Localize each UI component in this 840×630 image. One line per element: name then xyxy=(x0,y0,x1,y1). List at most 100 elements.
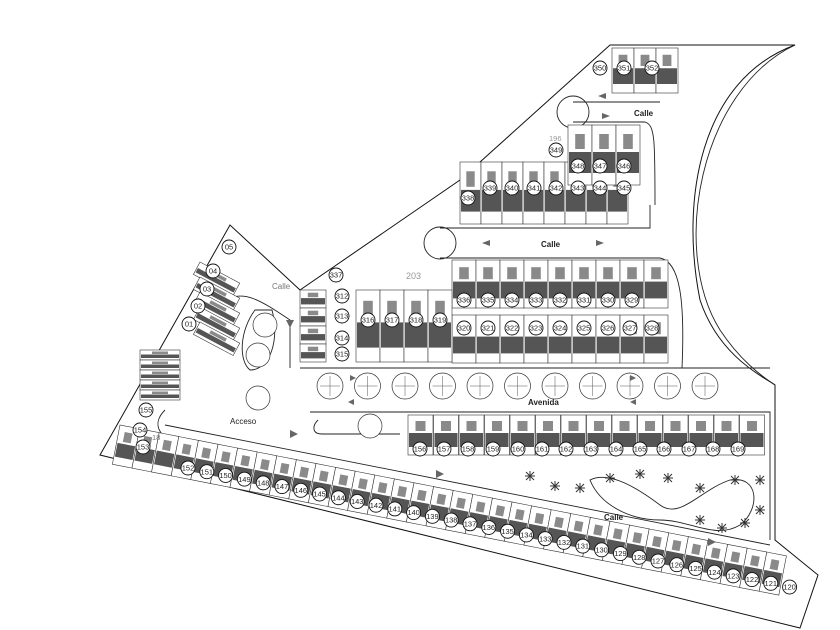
lot-marker[interactable]: 325 xyxy=(576,320,592,336)
lot-marker[interactable]: 05 xyxy=(221,239,237,255)
lot-marker[interactable]: 321 xyxy=(480,320,496,336)
lot-marker[interactable]: 339 xyxy=(482,180,498,196)
lot-marker[interactable]: 128 xyxy=(631,549,647,565)
lot-number: 156 xyxy=(414,445,427,454)
lot-marker[interactable]: 137 xyxy=(462,516,478,532)
lot-marker[interactable]: 332 xyxy=(552,292,568,308)
lot-marker[interactable]: 346 xyxy=(616,158,632,174)
lot-marker[interactable]: 328 xyxy=(644,320,660,336)
lot-marker[interactable]: 331 xyxy=(576,292,592,308)
lot-marker[interactable]: 316 xyxy=(360,312,376,328)
lot-marker[interactable]: 159 xyxy=(485,441,501,457)
lot-marker[interactable]: 329 xyxy=(624,292,640,308)
lot-marker[interactable]: 127 xyxy=(650,553,666,569)
lot-marker[interactable]: 338 xyxy=(460,190,476,206)
lot-marker[interactable]: 336 xyxy=(456,292,472,308)
lot-marker[interactable]: 130 xyxy=(594,542,610,558)
lot-marker[interactable]: 350 xyxy=(592,60,608,76)
lot-marker[interactable]: 157 xyxy=(436,441,452,457)
lot-marker[interactable]: 326 xyxy=(600,320,616,336)
lot-marker[interactable]: 324 xyxy=(552,320,568,336)
lot-marker[interactable]: 03 xyxy=(199,281,215,297)
lot-marker[interactable]: 163 xyxy=(583,441,599,457)
lot-marker[interactable]: 131 xyxy=(575,538,591,554)
lot-marker[interactable]: 352 xyxy=(644,60,660,76)
lot-marker[interactable]: 158 xyxy=(460,441,476,457)
lot-marker[interactable]: 348 xyxy=(570,158,586,174)
mid-block-top-lot xyxy=(475,259,501,309)
lot-marker[interactable]: 340 xyxy=(504,180,520,196)
lot-marker[interactable]: 132 xyxy=(556,534,572,550)
lot-marker[interactable]: 152 xyxy=(180,460,196,476)
lot-marker[interactable]: 129 xyxy=(612,546,628,562)
lot-marker[interactable]: 142 xyxy=(368,497,384,513)
lot-marker[interactable]: 315 xyxy=(334,346,350,362)
lot-marker[interactable]: 168 xyxy=(705,441,721,457)
lot-marker[interactable]: 125 xyxy=(688,560,704,576)
lot-marker[interactable]: 314 xyxy=(334,330,350,346)
lot-marker[interactable]: 144 xyxy=(330,490,346,506)
lot-marker[interactable]: 155 xyxy=(138,402,154,418)
lot-marker[interactable]: 153 xyxy=(135,439,151,455)
lot-marker[interactable]: 344 xyxy=(592,180,608,196)
lot-marker[interactable]: 327 xyxy=(622,320,638,336)
lot-marker[interactable]: 333 xyxy=(528,292,544,308)
lot-marker[interactable]: 319 xyxy=(432,312,448,328)
lot-marker[interactable]: 161 xyxy=(534,441,550,457)
lot-marker[interactable]: 337 xyxy=(328,267,344,283)
lot-marker[interactable]: 318 xyxy=(408,312,424,328)
lot-marker[interactable]: 160 xyxy=(510,441,526,457)
lot-marker[interactable]: 134 xyxy=(518,527,534,543)
lot-marker[interactable]: 322 xyxy=(504,320,520,336)
lot-marker[interactable]: 334 xyxy=(504,292,520,308)
lot-marker[interactable]: 169 xyxy=(730,441,746,457)
lot-marker[interactable]: 120 xyxy=(782,579,798,595)
lot-marker[interactable]: 343 xyxy=(570,180,586,196)
lot-marker[interactable]: 150 xyxy=(218,467,234,483)
lot-marker[interactable]: 121 xyxy=(763,575,779,591)
lot-marker[interactable]: 335 xyxy=(480,292,496,308)
lot-marker[interactable]: 162 xyxy=(558,441,574,457)
lot-marker[interactable]: 349 xyxy=(548,142,564,158)
lot-marker[interactable]: 156 xyxy=(412,441,428,457)
lot-marker[interactable]: 143 xyxy=(349,494,365,509)
lot-marker[interactable]: 148 xyxy=(255,475,271,491)
lot-marker[interactable]: 147 xyxy=(274,479,290,495)
lot-marker[interactable]: 166 xyxy=(656,441,672,457)
lot-marker[interactable]: 164 xyxy=(608,441,624,457)
lot-marker[interactable]: 313 xyxy=(334,308,350,324)
lot-marker[interactable]: 126 xyxy=(669,557,685,573)
cluster-316-lot xyxy=(403,289,429,363)
lot-marker[interactable]: 149 xyxy=(236,471,252,487)
lot-marker[interactable]: 145 xyxy=(312,486,328,502)
lot-marker[interactable]: 133 xyxy=(537,531,553,547)
lot-marker[interactable]: 04 xyxy=(205,263,221,279)
lot-marker[interactable]: 154 xyxy=(132,422,148,438)
lot-marker[interactable]: 167 xyxy=(681,441,697,457)
lot-marker[interactable]: 320 xyxy=(456,320,472,336)
lot-marker[interactable]: 351 xyxy=(616,60,632,76)
lot-marker[interactable]: 330 xyxy=(600,292,616,308)
lot-marker[interactable]: 01 xyxy=(181,316,197,332)
lot-marker[interactable]: 323 xyxy=(528,320,544,336)
lot-marker[interactable]: 138 xyxy=(443,512,459,528)
lot-marker[interactable]: 165 xyxy=(632,441,648,457)
lot-number: 329 xyxy=(626,296,639,305)
lot-marker[interactable]: 141 xyxy=(387,501,403,517)
lot-marker[interactable]: 124 xyxy=(706,564,722,580)
lot-marker[interactable]: 146 xyxy=(293,482,309,498)
lot-marker[interactable]: 342 xyxy=(548,180,564,196)
lot-marker[interactable]: 345 xyxy=(616,180,632,196)
lot-marker[interactable]: 136 xyxy=(481,520,497,535)
lot-marker[interactable]: 135 xyxy=(500,523,516,539)
lot-marker[interactable]: 122 xyxy=(744,572,760,588)
lot-marker[interactable]: 151 xyxy=(199,464,215,480)
lot-marker[interactable]: 312 xyxy=(334,288,350,304)
lot-marker[interactable]: 139 xyxy=(424,508,440,524)
lot-marker[interactable]: 123 xyxy=(725,568,741,584)
lot-marker[interactable]: 02 xyxy=(190,298,206,314)
lot-marker[interactable]: 341 xyxy=(526,180,542,196)
lot-marker[interactable]: 317 xyxy=(384,312,400,328)
lot-marker[interactable]: 347 xyxy=(592,158,608,174)
lot-marker[interactable]: 140 xyxy=(406,505,422,521)
